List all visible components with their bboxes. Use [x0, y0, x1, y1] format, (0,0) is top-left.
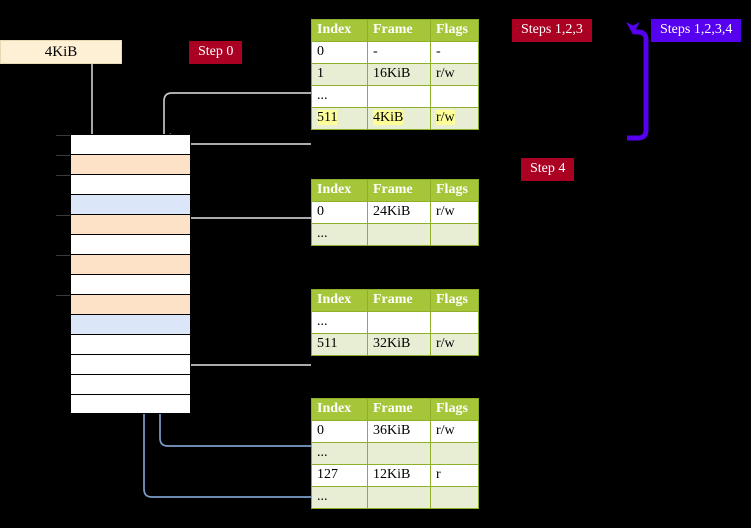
frame-boundary-tick — [56, 215, 70, 216]
cell-frame: 36KiB — [367, 420, 431, 443]
memory-frame-row — [70, 314, 191, 334]
memory-frame-row — [70, 194, 191, 214]
cell-flags — [430, 311, 479, 334]
cell-index: ... — [311, 442, 368, 465]
frame-boundary-tick — [56, 135, 70, 136]
memory-frame-row — [56, 214, 191, 234]
table-row: ... — [311, 442, 479, 465]
column-header-index: Index — [311, 289, 368, 312]
column-header-flags: Flags — [430, 179, 479, 202]
table-row: 0-- — [311, 41, 479, 64]
cell-frame: - — [367, 41, 431, 64]
highlighted-value: 4KiB — [373, 110, 404, 125]
column-header-index: Index — [311, 19, 368, 42]
memory-frame-row — [56, 254, 191, 274]
cell-frame: 12KiB — [367, 464, 431, 487]
cell-flags — [430, 442, 479, 465]
badge-steps-1-2-3: Steps 1,2,3 — [512, 19, 592, 42]
cell-flags: r/w — [430, 201, 479, 224]
highlighted-value: r/w — [436, 110, 455, 125]
cell-flags: r/w — [430, 63, 479, 86]
cell-flags: - — [430, 41, 479, 64]
cell-frame: 16KiB — [367, 63, 431, 86]
cell-flags: r — [430, 464, 479, 487]
cell-index: 511 — [311, 333, 368, 356]
badge-steps-1-2-3-4: Steps 1,2,3,4 — [651, 19, 742, 42]
column-header-frame: Frame — [367, 398, 431, 421]
cell-frame — [367, 486, 431, 509]
cell-frame — [367, 311, 431, 334]
column-header-index: Index — [311, 179, 368, 202]
table-row: ... — [311, 486, 479, 509]
physical-memory-column — [56, 134, 191, 414]
cell-index: 511 — [311, 107, 368, 130]
table-row: ... — [311, 85, 479, 108]
memory-frame-row — [70, 274, 191, 294]
column-header-flags: Flags — [430, 289, 479, 312]
table-row: ... — [311, 311, 479, 334]
cell-index: ... — [311, 486, 368, 509]
cell-frame: 24KiB — [367, 201, 431, 224]
cell-index: 0 — [311, 420, 368, 443]
memory-frame-row — [70, 374, 191, 394]
frame-boundary-tick — [56, 175, 70, 176]
cell-frame — [367, 223, 431, 246]
cell-index: 1 — [311, 63, 368, 86]
cell-frame: 4KiB — [367, 107, 431, 130]
column-header-flags: Flags — [430, 398, 479, 421]
cell-frame: 32KiB — [367, 333, 431, 356]
column-header-flags: Flags — [430, 19, 479, 42]
memory-frame-row — [70, 394, 191, 414]
cell-index: 0 — [311, 41, 368, 64]
frame-boundary-tick — [56, 255, 70, 256]
frame-boundary-tick — [56, 295, 70, 296]
memory-size-label: 4KiB — [44, 43, 78, 60]
memory-frame-row — [56, 154, 191, 174]
cell-index: 127 — [311, 464, 368, 487]
cell-index: ... — [311, 223, 368, 246]
badge-step-0: Step 0 — [189, 41, 243, 64]
memory-frame-row — [56, 134, 191, 154]
column-header-frame: Frame — [367, 179, 431, 202]
table-row: ... — [311, 223, 479, 246]
cell-index: 0 — [311, 201, 368, 224]
frame-boundary-tick — [56, 155, 70, 156]
cell-flags: r/w — [430, 333, 479, 356]
cell-flags: r/w — [430, 420, 479, 443]
cell-frame — [367, 442, 431, 465]
memory-frame-row — [70, 354, 191, 374]
cell-flags — [430, 85, 479, 108]
cell-index: ... — [311, 85, 368, 108]
cell-frame — [367, 85, 431, 108]
memory-size-box: 4KiB — [0, 40, 122, 64]
cell-flags: r/w — [430, 107, 479, 130]
column-header-frame: Frame — [367, 289, 431, 312]
memory-frame-row — [70, 234, 191, 254]
table-row: 511 4KiB r/w — [311, 107, 479, 130]
column-header-frame: Frame — [367, 19, 431, 42]
cell-flags — [430, 486, 479, 509]
memory-frame-row — [70, 334, 191, 354]
cell-flags — [430, 223, 479, 246]
memory-frame-row — [56, 174, 191, 194]
memory-frame-row — [56, 294, 191, 314]
highlighted-value: 511 — [317, 110, 338, 125]
column-header-index: Index — [311, 398, 368, 421]
badge-step-4: Step 4 — [521, 158, 575, 181]
cell-index: ... — [311, 311, 368, 334]
